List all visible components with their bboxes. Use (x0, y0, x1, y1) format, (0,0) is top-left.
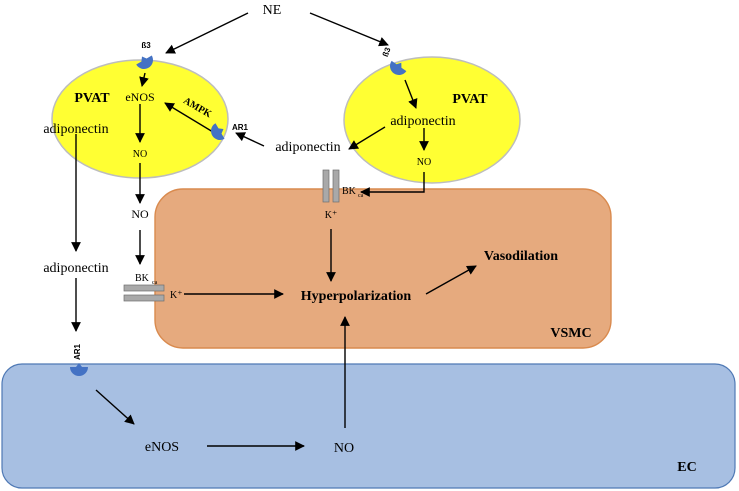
ec-cell (1, 363, 736, 489)
bk-right-label: BK (342, 186, 357, 197)
pvat-left-label: PVAT (74, 91, 110, 106)
receptor-icon (390, 60, 407, 75)
no-bottom-label: NO (334, 441, 354, 456)
no-left-ellipse-label: NO (133, 149, 147, 160)
enos-bottom-label: eNOS (145, 440, 179, 455)
adiponectin-middle-label: adiponectin (275, 140, 340, 155)
adiponectin-left-ellipse-label: adiponectin (43, 122, 108, 137)
ar1-lower-label: AR1 (73, 343, 82, 360)
no-left-middle-label: NO (131, 207, 149, 221)
beta3-left-label: ß3 (141, 41, 151, 50)
arrows (71, 12, 477, 451)
ne-label: NE (263, 3, 282, 18)
bk-left-subscript: ca (152, 280, 158, 286)
ar1-upper-label: AR1 (232, 123, 249, 132)
receptor-icon (211, 123, 225, 140)
receptor-icon (136, 55, 153, 69)
ion-channel-icon (322, 169, 340, 203)
bk-left-label: BK (135, 273, 150, 284)
pvat-right-label: PVAT (452, 92, 488, 107)
beta3-right-label: ß3 (381, 46, 393, 58)
enos-left-label: eNOS (125, 90, 154, 104)
pvat-right-ellipse (343, 56, 521, 184)
vsmc-cell (154, 188, 612, 349)
k-right-label: K⁺ (325, 210, 338, 221)
ion-channel-icon (123, 284, 165, 302)
vsmc-label: VSMC (550, 326, 591, 341)
bk-right-subscript: ca (358, 193, 364, 199)
adiponectin-left-lower-label: adiponectin (43, 261, 108, 276)
vasodilation-label: Vasodilation (484, 249, 558, 264)
ec-label: EC (677, 460, 696, 475)
hyperpolarization-label: Hyperpolarization (301, 289, 412, 304)
k-left-label: K⁺ (170, 290, 183, 301)
no-right-ellipse-label: NO (417, 157, 431, 168)
receptor-icon (70, 363, 88, 376)
adiponectin-right-ellipse-label: adiponectin (390, 114, 455, 129)
